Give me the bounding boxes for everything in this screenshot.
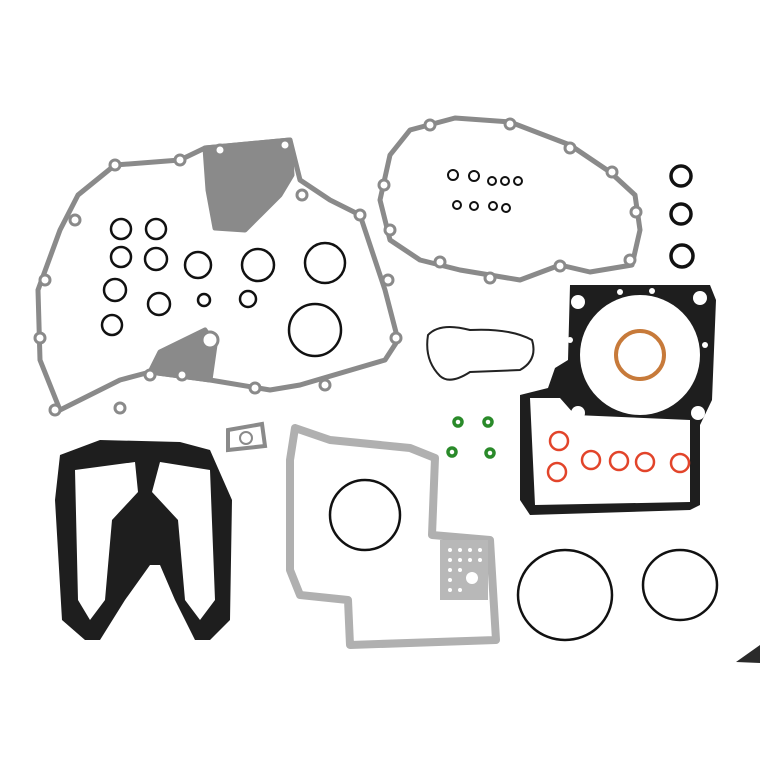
valve-cover-gasket [55, 440, 232, 640]
valve-stem-seals [446, 416, 496, 459]
bolt-holes-left [33, 138, 403, 417]
cylinder-head-gasket [520, 285, 716, 515]
red-o-rings [546, 430, 691, 483]
large-o-rings [516, 548, 719, 642]
bolt-holes-right [377, 117, 643, 285]
flange-gasket [226, 421, 268, 453]
clutch-cover-gasket [377, 115, 643, 283]
water-pump-gasket [426, 325, 535, 381]
small-o-rings-right [447, 169, 523, 213]
crankcase-cover-gasket [35, 137, 401, 413]
cylinder-base-gasket [286, 424, 500, 649]
column-o-rings [669, 164, 695, 269]
black-o-rings-left [100, 217, 347, 358]
corner-artifact [736, 645, 760, 663]
